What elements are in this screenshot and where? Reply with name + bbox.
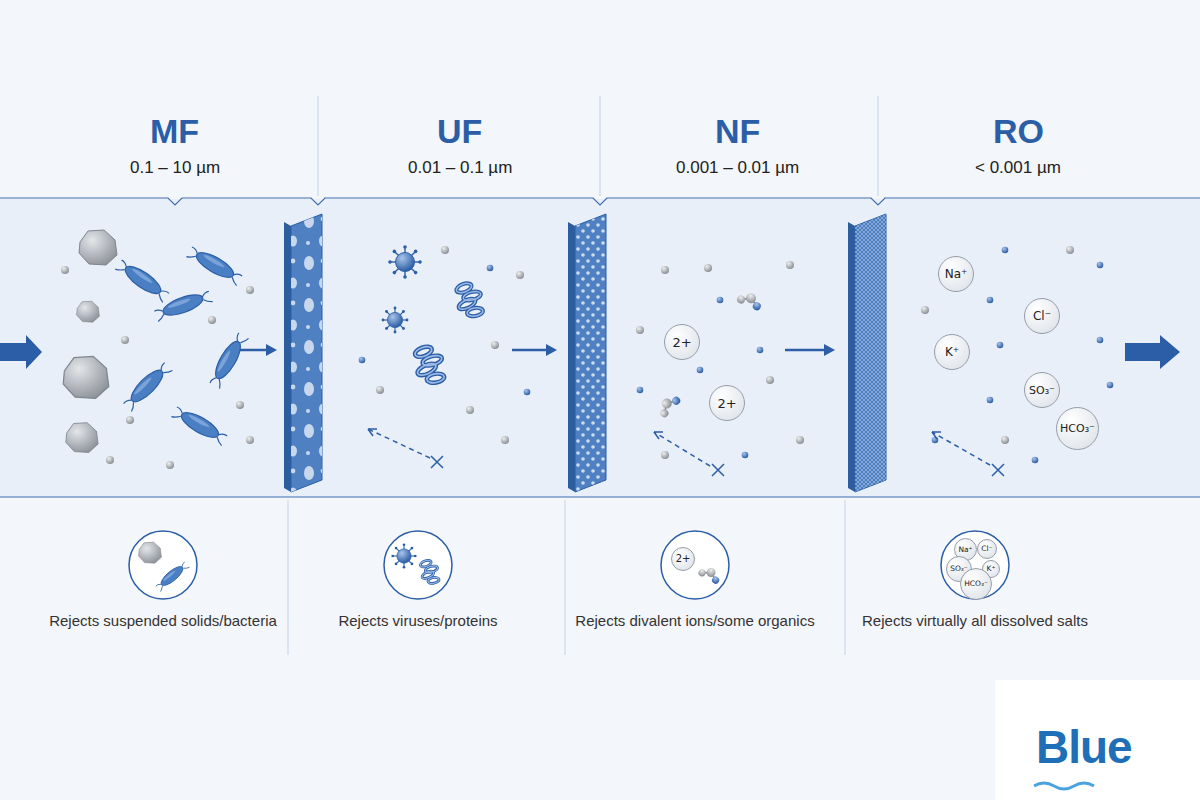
reject-icon: Rejects virtually all dissolved salts Na⁺…: [845, 531, 1105, 631]
ion-bubble: 2+: [671, 547, 695, 571]
ion-label: K⁺: [945, 346, 959, 358]
reject-icon: Rejects suspended solids/bacteria: [33, 531, 293, 631]
reject-caption: Rejects divalent ions/some organics: [565, 611, 825, 631]
ion-bubble: Cl⁻: [1024, 298, 1060, 334]
reject-icon: Rejects viruses/proteins: [288, 531, 548, 631]
size-range: 0.1 – 10 µm: [130, 158, 220, 178]
reject-caption: Rejects viruses/proteins: [288, 611, 548, 631]
ion-bubble: Na⁺: [938, 256, 974, 292]
logo-text: Blue: [1036, 720, 1132, 774]
ion-label: K⁺: [987, 565, 996, 573]
ion-label: Na⁺: [945, 268, 968, 280]
ion-label: 2+: [676, 554, 691, 564]
ion-label: Na⁺: [958, 546, 972, 554]
ion-label: Cl⁻: [1033, 310, 1051, 322]
heading: MF: [150, 112, 199, 151]
heading: NF: [715, 112, 760, 151]
ion-label: 2+: [672, 336, 691, 349]
reject-caption: Rejects virtually all dissolved salts: [845, 611, 1105, 631]
size-range: 0.001 – 0.01 µm: [676, 158, 799, 178]
reject-icon: Rejects divalent ions/some organics 2+: [565, 531, 825, 631]
ion-bubble: HCO₃⁻: [960, 568, 992, 600]
ion-bubble: SO₃⁻: [1024, 372, 1060, 408]
ion-bubble: Cl⁻: [977, 539, 997, 559]
ion-bubble: 2+: [664, 324, 700, 360]
size-range: 0.01 – 0.1 µm: [408, 158, 512, 178]
ion-label: 2+: [717, 397, 736, 410]
ion-bubble: 2+: [709, 385, 745, 421]
heading: RO: [993, 112, 1044, 151]
ion-label: HCO₃⁻: [964, 580, 988, 588]
size-range: < 0.001 µm: [975, 158, 1061, 178]
reject-caption: Rejects suspended solids/bacteria: [33, 611, 293, 631]
ion-label: Cl⁻: [981, 545, 992, 553]
heading: UF: [437, 112, 482, 151]
ion-bubble: HCO₃⁻: [1056, 407, 1099, 450]
ion-label: HCO₃⁻: [1060, 423, 1095, 434]
ion-bubble: K⁺: [934, 334, 970, 370]
ion-label: SO₃⁻: [1029, 385, 1055, 396]
